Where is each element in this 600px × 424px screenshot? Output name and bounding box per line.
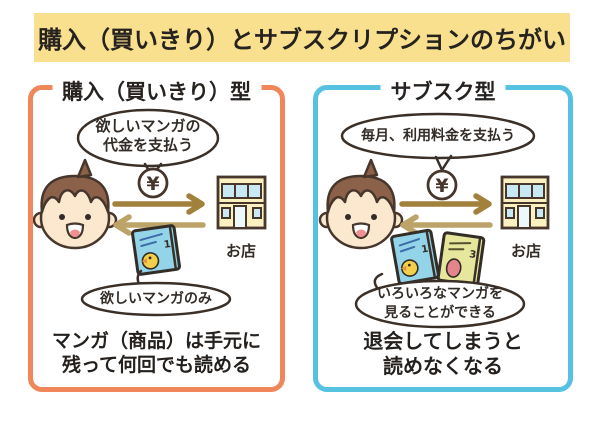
receive-arrow-icon [400,214,493,236]
yen-coin-icon: ¥ [426,169,458,201]
subscription-store-label: お店 [510,242,541,260]
subscription-panel: サブスク型 ¥ [313,77,573,392]
receive-arrow-icon [113,214,206,236]
subscription-illustration: ¥ [318,112,550,329]
subscriber-icon [318,158,404,250]
store-icon [216,175,267,230]
purchase-panel: 購入（買いきり）型 ¥ [28,77,285,392]
purchase-summary: マンガ（商品）は手元に 残って何回でも読める [51,330,261,376]
svg-text:1: 1 [420,244,429,256]
store-icon [500,175,550,230]
subscription-panel-heading: サブスク型 [380,77,506,107]
purchase-illustration: ¥ [33,108,267,317]
page-title: 購入（買いきり）とサブスクリプションのちがい [34,13,570,62]
only-wanted-bubble [80,269,232,317]
subscription-pay-bubble-text: 毎月、利用料金を支払う [361,128,515,144]
pay-arrow-icon [112,193,205,215]
monthly-pay-bubble [340,112,536,172]
subscription-benefit-bubble-text: いろいろなマンガを 見ることができる [377,286,503,321]
pay-arrow-icon [399,193,492,215]
buyer-icon [33,158,118,250]
purchase-benefit-bubble-text: 欲しいマンガのみ [100,291,212,307]
svg-text:¥: ¥ [435,175,448,197]
manga-book-3-icon: 3 [436,231,486,287]
subscription-summary: 退会してしまうと 読めなくなる [363,329,523,378]
purchase-store-label: お店 [225,242,256,260]
purchase-panel-heading: 購入（買いきり）型 [52,77,261,107]
svg-text:1: 1 [163,239,171,251]
manga-book-1-icon: 1 [390,228,440,286]
svg-text:¥: ¥ [146,173,159,195]
pay-speech-bubble [76,108,220,178]
variety-bubble [354,272,526,329]
yen-coin-icon: ¥ [137,167,169,199]
svg-text:3: 3 [468,249,476,261]
purchase-pay-bubble-text: 欲しいマンガの 代金を支払う [95,117,201,154]
manga-book-icon: 1 [131,224,181,276]
